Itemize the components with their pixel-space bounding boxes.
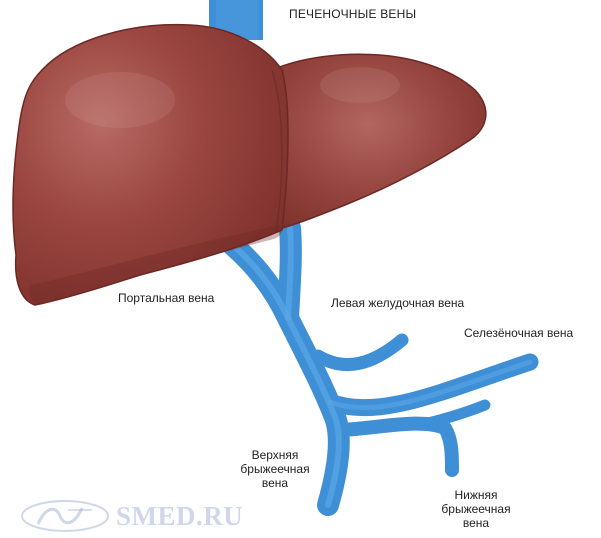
label-splenic-vein: Селезёночная вена <box>464 326 573 340</box>
label-inferior-mesenteric-vein: Нижняя брыжеечная вена <box>431 488 521 530</box>
watermark: SMED.RU <box>20 498 235 534</box>
inferior-mesenteric-branch <box>420 405 485 425</box>
label-superior-mesenteric-vein: Верхняя брыжеечная вена <box>230 448 320 490</box>
label-portal-vein: Портальная вена <box>118 291 214 305</box>
label-left-gastric-vein: Левая желудочная вена <box>331 296 464 310</box>
label-hepatic-veins: ПЕЧЕНОЧНЫЕ ВЕНЫ <box>289 7 416 21</box>
watermark-text: SMED.RU <box>116 501 243 531</box>
medical-logo-icon <box>20 498 110 534</box>
left-gastric-vein <box>318 340 402 365</box>
inferior-mesenteric-vein <box>342 424 452 470</box>
